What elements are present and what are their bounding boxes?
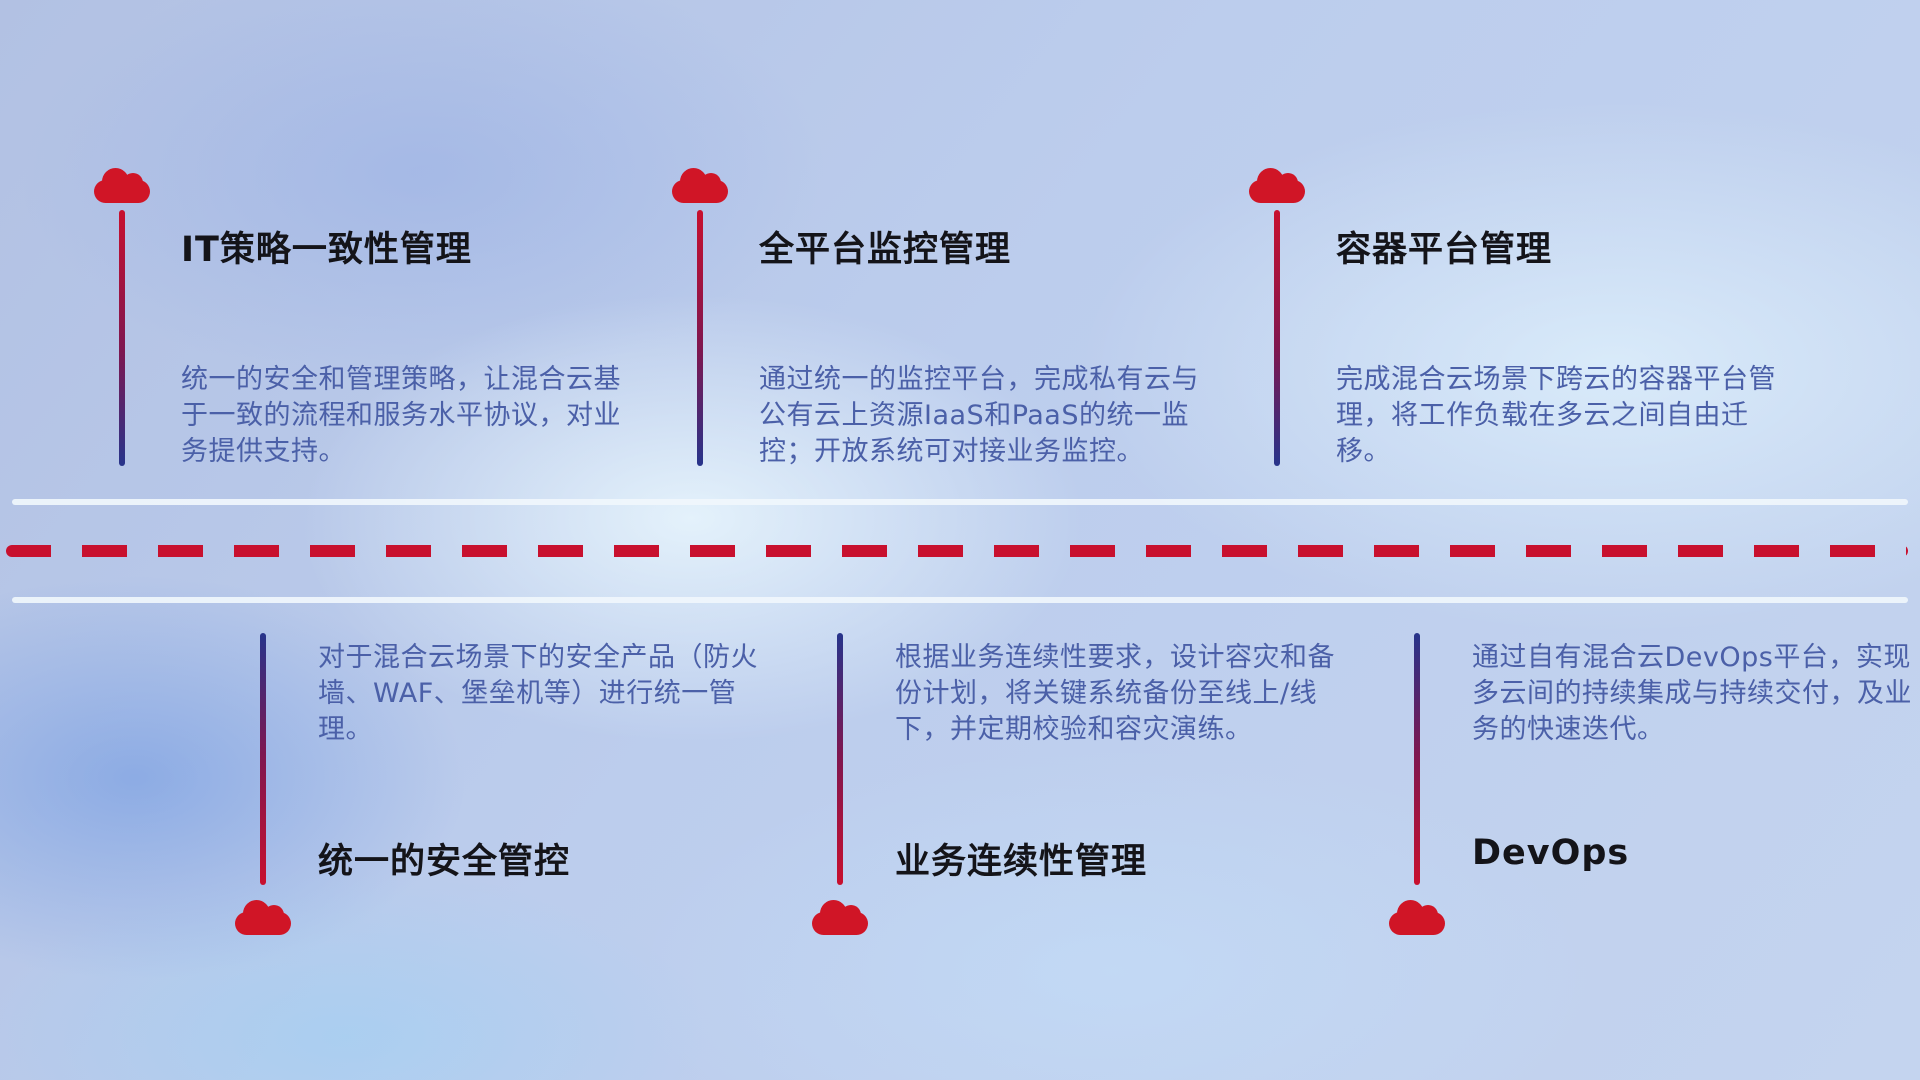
cloud-base bbox=[1249, 180, 1305, 203]
cloud-base bbox=[235, 912, 291, 935]
cloud-icon bbox=[1389, 899, 1445, 937]
connector-line bbox=[837, 633, 843, 885]
feature-title: 全平台监控管理 bbox=[759, 230, 1012, 270]
cloud-icon bbox=[672, 167, 728, 205]
cloud-icon bbox=[235, 899, 291, 937]
divider-dashed-line bbox=[6, 545, 1908, 557]
feature-description: 统一的安全和管理策略，让混合云基于一致的流程和服务水平协议，对业务提供支持。 bbox=[181, 364, 621, 467]
connector-line bbox=[260, 633, 266, 885]
cloud-base bbox=[672, 180, 728, 203]
connector-line bbox=[1274, 210, 1280, 466]
divider-line-bottom bbox=[12, 597, 1908, 603]
feature-description: 完成混合云场景下跨云的容器平台管理，将工作负载在多云之间自由迁移。 bbox=[1336, 364, 1776, 467]
feature-title: IT策略一致性管理 bbox=[181, 230, 472, 270]
cloud-base bbox=[1389, 912, 1445, 935]
connector-line bbox=[697, 210, 703, 466]
feature-title: 业务连续性管理 bbox=[895, 842, 1148, 882]
cloud-base bbox=[812, 912, 868, 935]
cloud-base bbox=[94, 180, 150, 203]
cloud-icon bbox=[812, 899, 868, 937]
divider-line-top bbox=[12, 499, 1908, 505]
feature-title: 容器平台管理 bbox=[1336, 230, 1553, 270]
connector-line bbox=[119, 210, 125, 466]
cloud-icon bbox=[1249, 167, 1305, 205]
feature-description: 根据业务连续性要求，设计容灾和备份计划，将关键系统备份至线上/线下，并定期校验和… bbox=[895, 642, 1335, 745]
feature-description: 对于混合云场景下的安全产品（防火墙、WAF、堡垒机等）进行统一管理。 bbox=[318, 642, 758, 745]
feature-title: DevOps bbox=[1472, 833, 1630, 873]
feature-description: 通过自有混合云DevOps平台，实现多云间的持续集成与持续交付，及业务的快速迭代… bbox=[1472, 642, 1912, 745]
connector-line bbox=[1414, 633, 1420, 885]
feature-description: 通过统一的监控平台，完成私有云与公有云上资源IaaS和PaaS的统一监控；开放系… bbox=[759, 364, 1199, 467]
feature-title: 统一的安全管控 bbox=[318, 842, 571, 882]
cloud-icon bbox=[94, 167, 150, 205]
